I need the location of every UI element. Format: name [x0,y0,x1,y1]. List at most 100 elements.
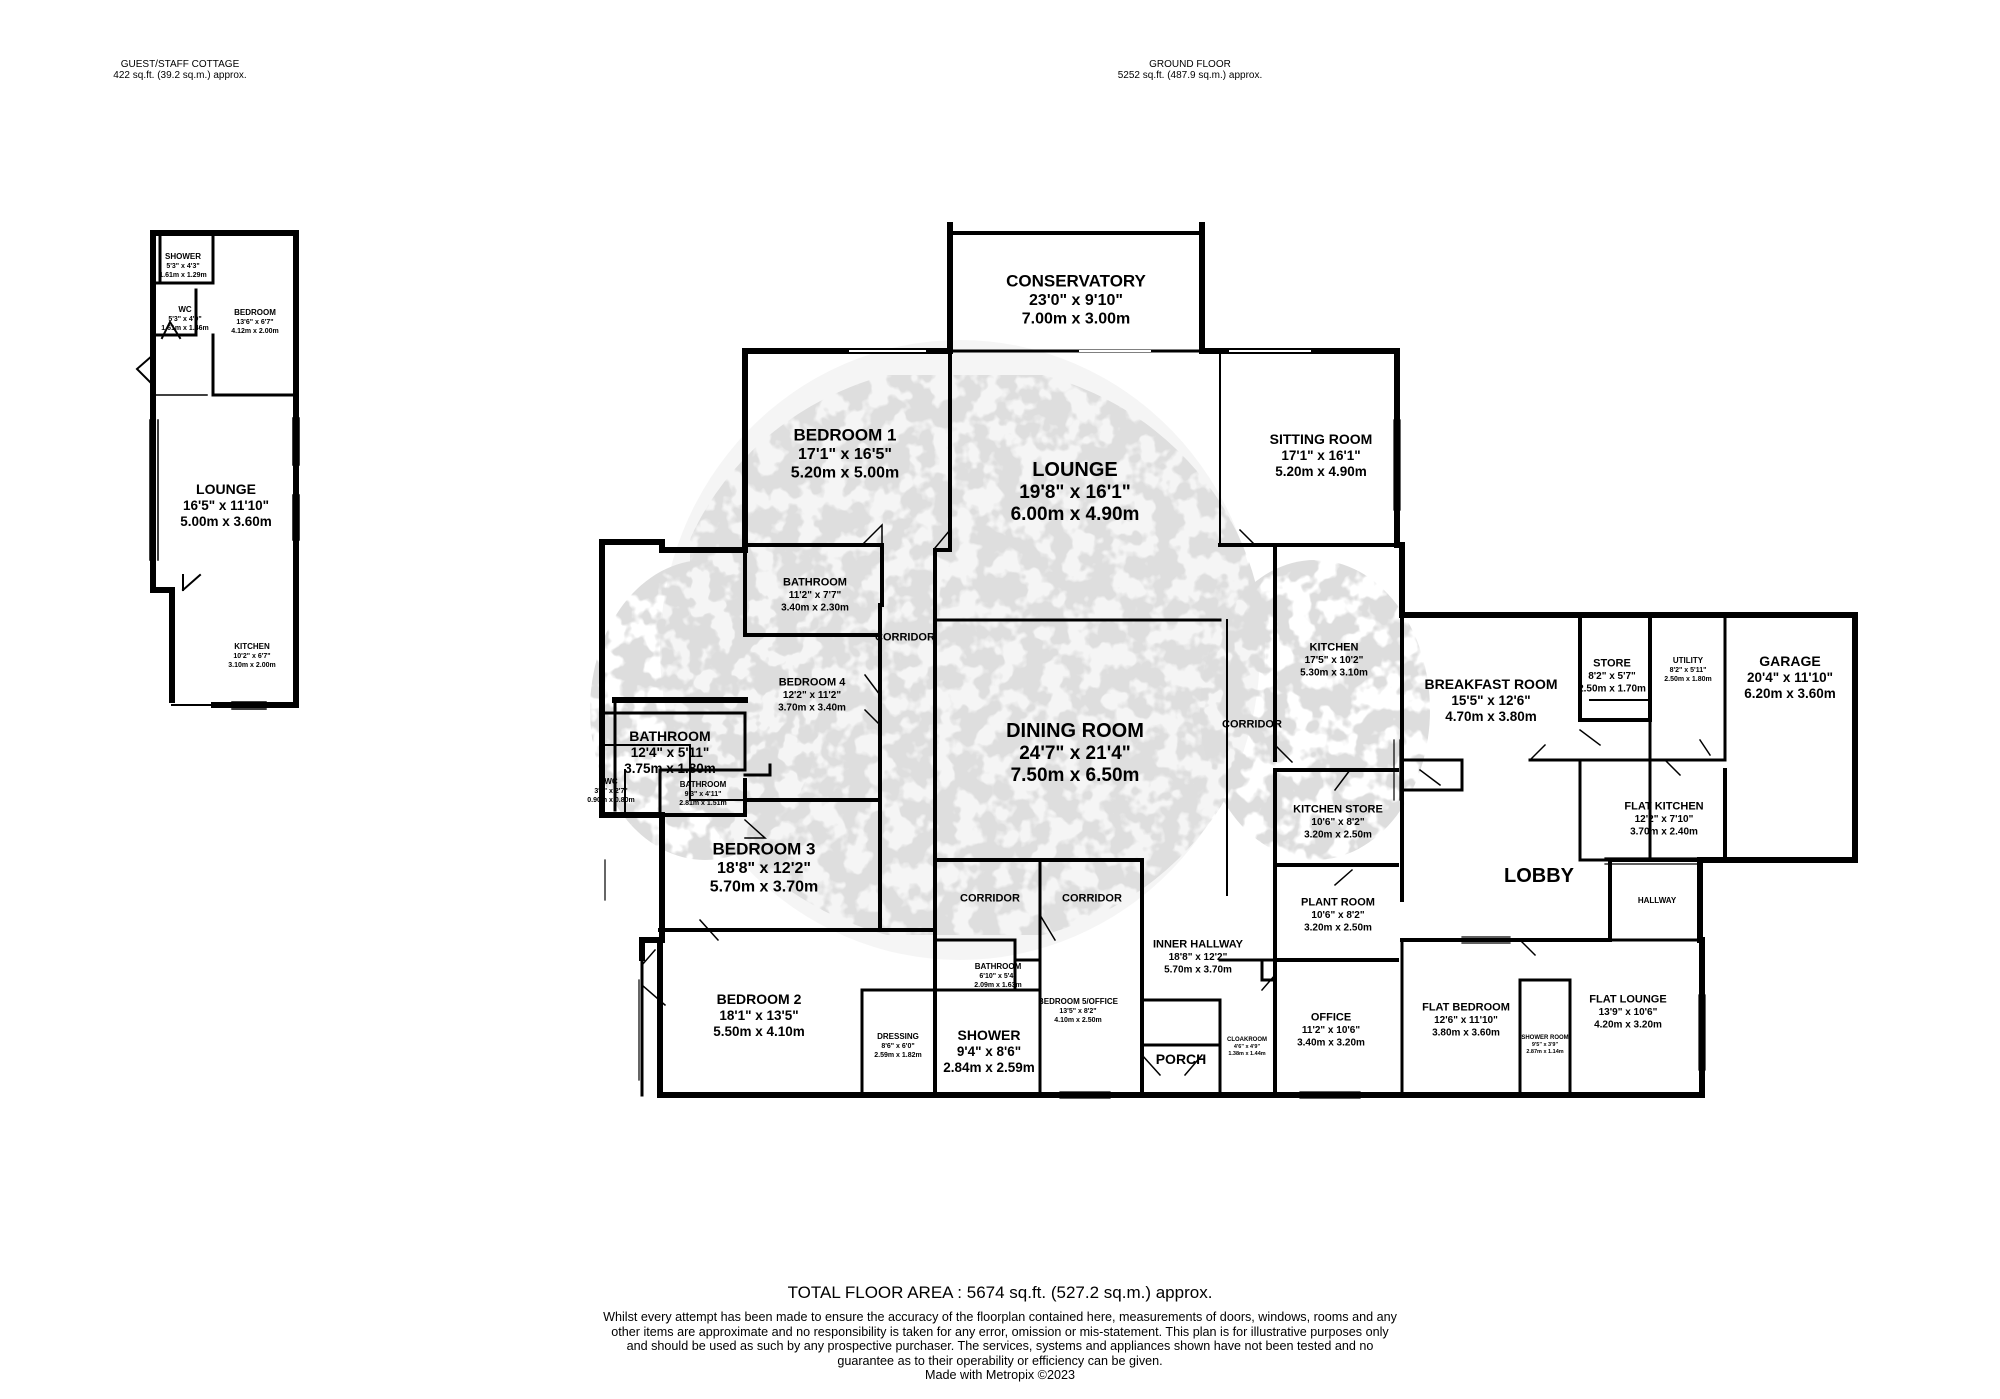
room-name: BEDROOM [234,308,276,317]
total-floor-area: TOTAL FLOOR AREA : 5674 sq.ft. (527.2 sq… [787,1283,1213,1302]
room-dimension: 8'2" x 5'7" [1588,671,1636,682]
room-label-wc-c: WC5'3" x 4'9"1.61m x 1.46m [161,305,208,332]
room-dimension: 3.20m x 2.50m [1304,830,1372,841]
room-name: HALLWAY [1638,896,1677,905]
room-label-kitchen-c: KITCHEN 10'2" x 6'7" 3.10m x 2.00m [228,642,275,669]
room-dimension: 19'8" x 16'1" [1019,482,1131,503]
room-dimension: 5.70m x 3.70m [710,879,819,896]
room-name: BEDROOM 4 [779,677,847,689]
room-name: CORRIDOR [875,632,935,644]
room-dimension: 12'6" x 11'10" [1434,1015,1498,1026]
room-dimension: 5.30m x 3.10m [1300,668,1368,679]
room-dimension: 6.20m x 3.60m [1744,686,1836,701]
room-label-porch: PORCH [1156,1051,1207,1067]
room-name: CORRIDOR [960,893,1020,905]
room-name: SHOWER [958,1027,1021,1043]
ground-floor-header: GROUND FLOOR 5252 sq.ft. (487.9 sq.m.) a… [1070,59,1310,81]
room-dimension: 5.20m x 5.00m [791,465,900,482]
room-label-wc-b: WC3'0" x 2'7"0.90m x 0.80m [587,777,634,804]
room-dimension: 3.70m x 2.40m [1630,827,1698,838]
room-label-hallway: HALLWAY [1638,896,1677,905]
room-dimension: 0.90m x 0.80m [587,797,634,804]
room-name: FLAT KITCHEN [1624,801,1703,813]
disclaimer: Whilst every attempt has been made to en… [603,1310,1397,1368]
room-dimension: 1.61m x 1.29m [159,272,206,279]
room-dimension: 18'8" x 12'2" [1169,952,1228,963]
room-label-bedroom4: BEDROOM 412'2" x 11'2"3.70m x 3.40m [778,677,846,714]
room-dimension: 4.12m x 2.00m [231,328,278,335]
room-name: WC [178,305,192,314]
room-name: KITCHEN [234,642,270,651]
room-name: BATHROOM [680,780,727,789]
room-name: SHOWER [165,252,201,261]
room-label-corridor-c: CORRIDOR [960,893,1020,905]
room-dimension: 2.50m x 1.70m [1578,684,1646,695]
room-dimension: 17'1" x 16'5" [798,446,892,463]
room-dimension: 4.20m x 3.20m [1594,1020,1662,1031]
room-dimension: 3'0" x 2'7" [594,788,627,795]
room-dimension: 15'5" x 12'6" [1451,693,1530,708]
room-dimension: 12'2" x 11'2" [783,690,841,701]
room-dimension: 4'6" x 4'9" [1234,1044,1261,1050]
room-name: BATHROOM [783,577,847,589]
made-with: Made with Metropix ©2023 [925,1368,1075,1383]
room-name: CONSERVATORY [1006,272,1146,291]
room-dimension: 1.38m x 1.44m [1228,1051,1265,1057]
room-dimension: 24'7" x 21'4" [1019,743,1131,764]
room-dimension: 5.70m x 3.70m [1164,965,1232,976]
room-dimension: 20'4" x 11'10" [1747,670,1833,685]
room-dimension: 8'2" x 5'11" [1670,667,1707,674]
room-dimension: 10'6" x 8'2" [1311,817,1364,828]
room-dimension: 10'2" x 6'7" [233,653,270,660]
tree-canopy [590,340,1430,960]
room-dimension: 13'9" x 10'6" [1599,1007,1658,1018]
room-dimension: 4.70m x 3.80m [1445,709,1537,724]
room-dimension: 11'2" x 7'7" [789,590,842,601]
cottage-header: GUEST/STAFF COTTAGE 422 sq.ft. (39.2 sq.… [60,59,300,81]
room-name: CORRIDOR [1062,893,1122,905]
room-dimension: 5.50m x 4.10m [713,1024,805,1039]
room-dimension: 8'6" x 6'0" [881,1043,914,1050]
room-dimension: 2.87m x 1.14m [1526,1049,1563,1055]
room-name: FLAT LOUNGE [1589,994,1666,1006]
room-name: SITTING ROOM [1270,431,1373,447]
cottage-title: GUEST/STAFF COTTAGE [120,59,240,70]
room-name: BATHROOM [975,962,1022,971]
room-name: DINING ROOM [1006,720,1144,742]
footer: TOTAL FLOOR AREA : 5674 sq.ft. (527.2 sq… [600,1282,1400,1383]
room-name: LOBBY [1504,865,1575,887]
room-name: KITCHEN [1310,642,1359,654]
room-dimension: 18'1" x 13'5" [719,1008,798,1023]
room-name: BEDROOM 5/OFFICE [1038,997,1119,1006]
room-dimension: 2.50m x 1.80m [1664,676,1711,683]
room-name: LOUNGE [196,481,256,497]
room-dimension: 5.00m x 3.60m [180,514,272,529]
room-name: INNER HALLWAY [1153,939,1244,951]
room-label-bedroom3: BEDROOM 318'8" x 12'2"5.70m x 3.70m [710,840,819,896]
room-dimension: 16'5" x 11'10" [183,498,269,513]
room-dimension: 4.10m x 2.50m [1054,1017,1101,1024]
room-dimension: 6.00m x 4.90m [1011,504,1140,525]
room-name: CORRIDOR [1222,719,1282,731]
room-name: LOUNGE [1032,459,1118,481]
room-dimension: 1.61m x 1.46m [161,325,208,332]
room-dimension: 3.10m x 2.00m [228,662,275,669]
room-label-corridor-a: CORRIDOR [875,632,935,644]
room-name: BATHROOM [629,728,710,744]
room-dimension: 2.09m x 1.63m [974,982,1021,989]
